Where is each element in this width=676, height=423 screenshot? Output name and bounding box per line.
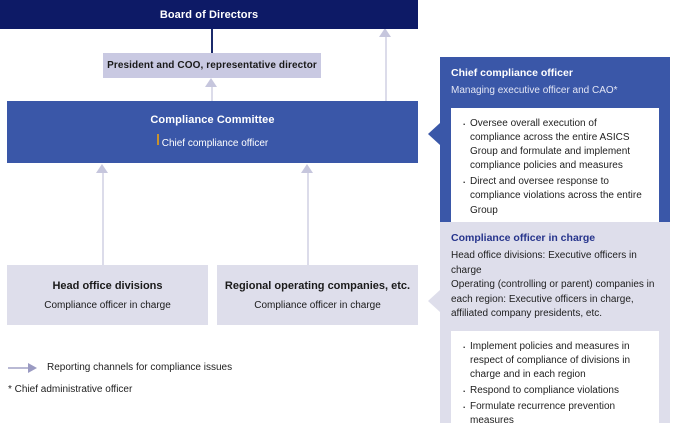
gold-accent-bar [156,133,159,145]
head-office-label: Head office divisions [52,279,163,292]
callout-compliance-officer-in-charge: Compliance officer in charge Head office… [440,222,670,423]
connector-regional-to-committee-arrowhead [301,164,313,173]
board-label: Board of Directors [159,8,259,21]
card2-heading: Compliance officer in charge [451,232,596,244]
connector-committee-to-president-shaft [211,84,213,102]
node-president-and-coo: President and COO, representative direct… [103,53,321,78]
card1-body: Oversee overall execution of compliance … [451,107,659,229]
card2-bullet-3: Formulate recurrence prevention measures [461,399,649,423]
connector-headoffice-to-committee-arrowhead [96,164,108,173]
legend: Reporting channels for compliance issues… [8,362,338,395]
legend-arrow-label: Reporting channels for compliance issues [47,362,233,373]
callout-pointer-chief-compliance-officer [428,123,440,145]
node-regional-operating-companies: Regional operating companies, etc. Compl… [217,265,418,325]
card2-body: Implement policies and measures in respe… [451,330,659,423]
callout-chief-compliance-officer: Chief compliance officer Managing execut… [440,57,670,240]
legend-footnote: * Chief administrative officer [8,384,133,395]
committee-sub-label: Chief compliance officer [161,137,269,149]
president-label: President and COO, representative direct… [107,60,317,71]
card2-bullet-list: Implement policies and measures in respe… [461,339,649,423]
card1-bullet-1: Oversee overall execution of compliance … [461,116,649,174]
card2-bullet-1: Implement policies and measures in respe… [461,339,649,383]
head-office-sub-label: Compliance officer in charge [44,299,171,311]
card2-subheading: Head office divisions: Executive officer… [451,250,655,319]
card1-heading: Chief compliance officer [451,67,573,79]
connector-committee-to-board-shaft [385,36,387,102]
card1-bullet-list: Oversee overall execution of compliance … [461,116,649,218]
node-head-office-divisions: Head office divisions Compliance officer… [7,265,208,325]
connector-regional-to-committee-shaft [307,172,309,266]
regional-label: Regional operating companies, etc. [224,279,411,292]
legend-reporting-channels: Reporting channels for compliance issues [8,362,338,373]
card1-subheading: Managing executive officer and CAO* [451,85,618,96]
committee-sub-wrapper: Chief compliance officer [156,133,269,151]
connector-committee-to-president-arrowhead [205,78,217,87]
card1-bullet-2: Direct and oversee response to complianc… [461,174,649,218]
card2-bullet-2: Respond to compliance violations [461,383,649,399]
connector-board-to-president [211,29,213,55]
arrow-right-icon [8,362,40,373]
regional-sub-label: Compliance officer in charge [254,299,381,311]
connector-committee-to-board-arrowhead [379,28,391,37]
node-board-of-directors: Board of Directors [0,0,418,29]
connector-headoffice-to-committee-shaft [102,172,104,266]
committee-label: Compliance Committee [150,113,275,126]
node-compliance-committee: Compliance Committee Chief compliance of… [7,101,418,163]
callout-pointer-compliance-officer-in-charge [428,290,440,312]
